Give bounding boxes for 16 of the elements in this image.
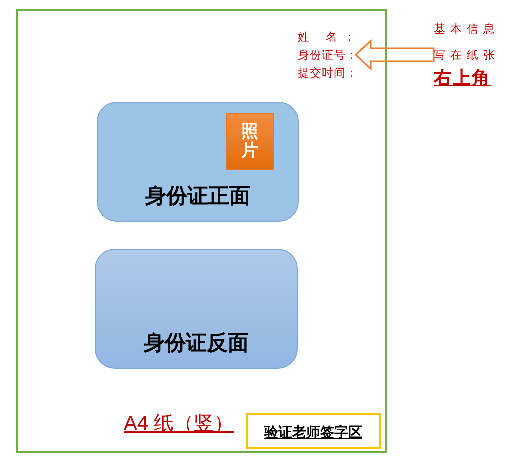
paper-label: A4 纸（竖） — [124, 412, 234, 436]
panel-caption: 身份证正面 — [146, 183, 250, 209]
note-text: 基本信息写在纸张 — [434, 21, 500, 64]
paper-sheet — [16, 9, 387, 453]
photo-box — [226, 113, 274, 170]
field-label: 姓 名： — [298, 29, 356, 46]
panel-caption: 身份证反面 — [144, 330, 249, 356]
field-label: 身份证号： — [298, 47, 356, 64]
signature-label: 验证老师签字区 — [264, 424, 362, 442]
block-arrow — [354, 39, 435, 71]
field-label: 提交时间： — [298, 65, 356, 82]
photo-label: 照片 — [242, 122, 258, 160]
rounded-panel — [97, 102, 299, 222]
note-heading: 右上角 — [434, 68, 491, 90]
signature-box — [246, 413, 381, 449]
rounded-panel — [95, 249, 298, 369]
